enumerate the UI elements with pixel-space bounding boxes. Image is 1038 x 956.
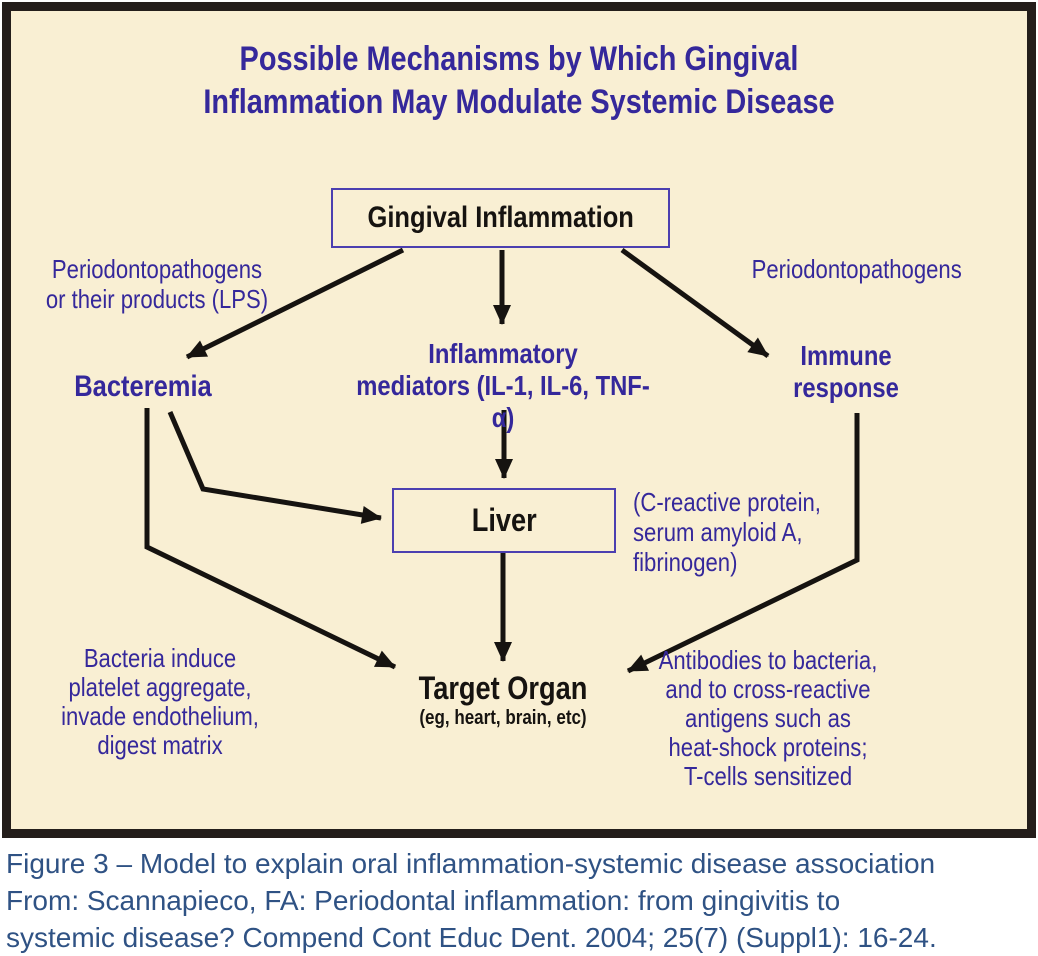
node-immune-response-line2: response <box>793 372 899 403</box>
annotation-acute-phase-line1: (C-reactive protein, <box>633 487 821 517</box>
diagram-title-line1: Possible Mechanisms by Which Gingival <box>239 40 799 78</box>
figure-caption-line2: From: Scannapieco, FA: Periodontal infla… <box>6 885 841 916</box>
annotation-acute-phase-line2: serum amyloid A, <box>633 517 803 547</box>
annotation-periodontopathogens-right: Periodontopathogens <box>751 254 962 284</box>
node-target-organ: Target Organ (eg, heart, brain, etc) <box>388 670 618 730</box>
annotation-bacteria-effects-line4: digest matrix <box>97 730 223 760</box>
annotation-bacteria-effects-line1: Bacteria induce <box>83 643 237 673</box>
annotation-periodontopathogens-left: Periodontopathogens or their products (L… <box>38 254 276 314</box>
diagram-title-line2: Inflammation May Modulate Systemic Disea… <box>203 83 835 121</box>
annotation-antibodies-line5: T-cells sensitized <box>683 761 853 791</box>
node-gingival-inflammation-label: Gingival Inflammation <box>367 201 634 234</box>
node-immune-response: Immune response <box>761 340 931 404</box>
annotation-antibodies-line3: antigens such as <box>685 703 851 733</box>
node-gingival-inflammation: Gingival Inflammation <box>331 188 670 248</box>
node-inflammatory-mediators-line2: mediators (IL-1, IL-6, TNF-α) <box>356 370 650 433</box>
figure-caption-line3: systemic disease? Compend Cont Educ Dent… <box>6 922 937 953</box>
annotation-antibodies-line2: and to cross-reactive <box>665 674 871 704</box>
annotation-bacteria-effects: Bacteria induce platelet aggregate, inva… <box>41 644 279 760</box>
annotation-periodontopathogens-left-line2: or their products (LPS) <box>45 284 269 314</box>
annotation-antibodies-line1: Antibodies to bacteria, <box>658 645 878 675</box>
annotation-bacteria-effects-line3: invade endothelium, <box>61 701 259 731</box>
node-liver: Liver <box>392 488 616 553</box>
annotation-periodontopathogens-left-line1: Periodontopathogens <box>51 254 263 284</box>
node-target-organ-examples: (eg, heart, brain, etc) <box>419 707 587 729</box>
diagram-title: Possible Mechanisms by Which Gingival In… <box>78 38 960 124</box>
node-target-organ-label: Target Organ <box>418 670 588 706</box>
node-inflammatory-mediators-line1: Inflammatory <box>428 338 578 369</box>
figure-caption-line1: Figure 3 – Model to explain oral inflamm… <box>6 848 936 879</box>
annotation-antibodies: Antibodies to bacteria, and to cross-rea… <box>649 646 887 791</box>
node-inflammatory-mediators: Inflammatory mediators (IL-1, IL-6, TNF-… <box>354 338 652 434</box>
annotation-bacteria-effects-line2: platelet aggregate, <box>68 672 252 702</box>
node-immune-response-line1: Immune <box>800 340 892 371</box>
node-liver-label: Liver <box>471 502 537 538</box>
annotation-acute-phase-line3: fibrinogen) <box>633 547 738 577</box>
figure-caption: Figure 3 – Model to explain oral inflamm… <box>6 845 1036 956</box>
annotation-antibodies-line4: heat-shock proteins; <box>668 732 868 762</box>
annotation-acute-phase-proteins: (C-reactive protein, serum amyloid A, fi… <box>633 487 854 577</box>
node-bacteremia: Bacteremia <box>74 370 212 403</box>
